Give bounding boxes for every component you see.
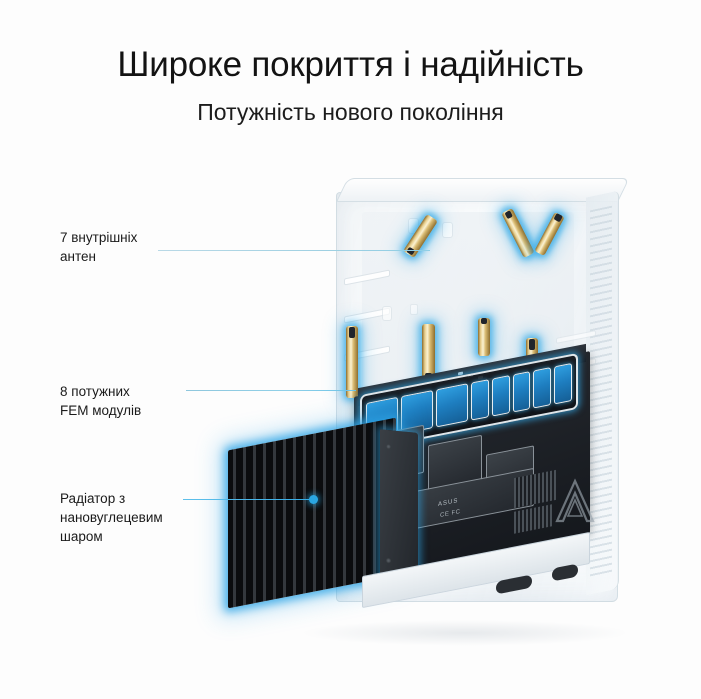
callout-heatsink-endpoint-dot	[309, 495, 318, 504]
page-subtitle: Потужність нового покоління	[197, 99, 504, 125]
router-vent-grill	[590, 205, 612, 581]
callout-antennas: 7 внутрішніх антен	[60, 228, 137, 266]
page-title: Широке покриття і надійність	[117, 45, 584, 84]
callout-antennas-label: 7 внутрішніх антен	[60, 230, 138, 264]
callout-heatsink-label: Радіатор з нановуглецевим шаром	[60, 491, 163, 544]
ground-shadow	[300, 620, 630, 646]
callout-antennas-leader-line	[158, 250, 430, 251]
callout-fem-modules: 8 потужних FEM модулів	[60, 382, 141, 420]
fem-module	[512, 371, 531, 413]
fem-module	[436, 383, 469, 428]
heatsink-side-face	[380, 429, 418, 583]
shell-clip	[442, 222, 453, 238]
router-exploded-illustration: ASUS CE FC	[228, 178, 630, 648]
callout-heatsink: Радіатор з нановуглецевим шаром	[60, 489, 163, 546]
antenna-element	[471, 311, 497, 363]
asus-logo-mark	[555, 478, 595, 523]
shell-clip	[382, 306, 392, 321]
fem-module	[533, 367, 552, 409]
callout-heatsink-leader-line	[183, 499, 313, 500]
callout-fem-modules-leader-line	[186, 390, 356, 391]
callout-fem-modules-label: 8 потужних FEM модулів	[60, 384, 142, 418]
fem-module	[491, 375, 510, 417]
antenna-element	[339, 319, 365, 405]
fem-module	[554, 362, 573, 405]
shell-clip	[410, 304, 418, 315]
heatsink-screw	[386, 443, 391, 450]
fem-module	[471, 379, 489, 421]
heatsink-screw	[386, 557, 391, 564]
